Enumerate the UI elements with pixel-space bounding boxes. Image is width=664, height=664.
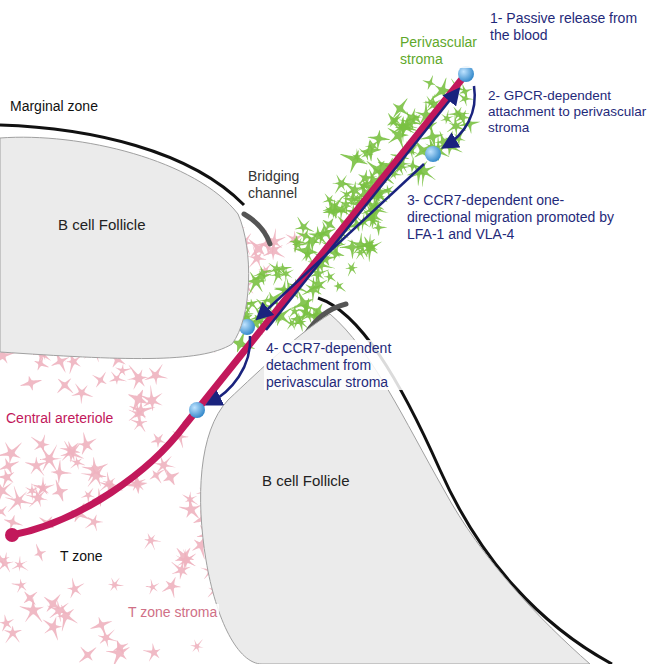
t-zone-stroma-cell xyxy=(115,364,131,376)
perivascular-stroma-cell xyxy=(278,267,293,281)
t-zone-stroma-cell xyxy=(163,469,179,485)
t-zone-stroma-cell xyxy=(4,515,23,530)
t-zone-stroma-cell xyxy=(143,643,160,661)
t-zone-stroma-cell xyxy=(162,577,181,598)
t-zone-stroma-cell xyxy=(34,544,46,561)
t-zone-stroma-cell xyxy=(57,378,73,393)
attachment-arrow xyxy=(444,86,475,147)
perivascular-stroma-cell xyxy=(340,150,368,173)
t-zone-stroma-cell xyxy=(51,460,71,484)
perivascular-stroma-cell xyxy=(393,98,411,118)
t-zone-stroma-cell xyxy=(182,492,198,507)
follicle-label: B cell Follicle xyxy=(262,472,350,489)
t-zone-stroma-cell xyxy=(85,514,103,531)
perivascular-stroma-cell xyxy=(337,194,352,216)
t-zone-stroma-cell xyxy=(98,626,119,648)
t-zone-stroma-cell xyxy=(79,647,96,663)
perivascular-stroma-cell xyxy=(323,196,348,218)
perivascular-stroma-cell xyxy=(406,108,422,125)
perivascular-stroma-cell xyxy=(323,194,338,208)
t-zone-stroma-cell xyxy=(0,479,13,501)
follicle-outline xyxy=(0,128,256,368)
perivascular-stroma-cell xyxy=(446,107,469,122)
step-label: 4- CCR7-dependent detachment from periva… xyxy=(264,340,418,390)
t-zone-stroma-cell xyxy=(0,615,14,632)
perivascular-stroma-cell xyxy=(292,238,308,253)
follicle-label: B cell Follicle xyxy=(58,216,146,233)
perivascular-stroma-cell xyxy=(365,139,380,156)
t-zone-stroma-cell xyxy=(0,553,9,567)
step-label: 3- CCR7-dependent one-directional migrat… xyxy=(405,192,627,242)
t-zone-stroma-cell xyxy=(127,365,148,390)
lymphocyte xyxy=(189,402,205,418)
perivascular-stroma-cell xyxy=(346,262,358,277)
t-zone-stroma-cell xyxy=(108,578,124,591)
t-zone-stroma-cell xyxy=(90,617,112,634)
t-zone-stroma-cell xyxy=(31,434,50,451)
t-zone-stroma-cell xyxy=(31,477,54,497)
t-zone-stroma-cell xyxy=(145,364,168,385)
follicle-shape xyxy=(0,137,249,358)
perivascular-stroma-cell xyxy=(334,281,346,292)
t-zone-stroma-cell xyxy=(247,246,266,268)
t-zone-stroma-cell xyxy=(52,480,68,502)
t-zone-stroma-cell xyxy=(82,457,109,481)
region-label: T zone stroma xyxy=(126,604,219,621)
t-zone-stroma-cell xyxy=(4,626,22,643)
region-label: Marginal zone xyxy=(8,98,100,115)
t-zone-stroma-cell xyxy=(145,579,159,594)
t-zone-stroma-cell xyxy=(150,470,165,484)
perivascular-stroma-cell xyxy=(423,75,435,90)
perivascular-stroma-cell xyxy=(354,247,367,260)
t-zone-stroma-cell xyxy=(11,556,28,571)
t-zone-stroma-cell xyxy=(5,486,33,512)
perivascular-stroma-cell xyxy=(268,261,284,276)
t-zone-stroma-cell xyxy=(190,639,204,653)
lymphocyte xyxy=(458,66,474,82)
t-zone-stroma-cell xyxy=(175,549,196,569)
t-zone-stroma-cell xyxy=(43,617,62,640)
region-label: Perivascular stroma xyxy=(398,34,490,68)
t-zone-stroma-cell xyxy=(130,414,147,432)
perivascular-stroma-cell xyxy=(297,303,315,323)
t-zone-stroma-cell xyxy=(20,376,42,391)
t-zone-stroma-cell xyxy=(20,598,44,623)
t-zone-stroma-cell xyxy=(144,533,161,550)
arteriole-end xyxy=(5,528,19,542)
t-zone-stroma-cell xyxy=(109,371,126,384)
lymphocyte xyxy=(425,146,441,162)
vessel-label: Central areteriole xyxy=(4,410,115,427)
perivascular-stroma-cell xyxy=(323,202,339,219)
perivascular-stroma-cell xyxy=(412,114,421,124)
t-zone-stroma-cell xyxy=(92,372,107,388)
t-zone-stroma-cell xyxy=(12,579,27,593)
region-label: Bridging channel xyxy=(246,168,314,202)
t-zone-stroma-cell xyxy=(71,383,93,404)
perivascular-stroma-cell xyxy=(356,237,377,258)
b-cell-follicle: B cell Follicle xyxy=(0,128,256,368)
perivascular-stroma-cell xyxy=(440,110,453,124)
t-zone-stroma-cell xyxy=(25,457,48,476)
t-zone-stroma-cell xyxy=(67,578,84,598)
t-zone-stroma-cell xyxy=(106,640,130,664)
t-zone-stroma-cell xyxy=(0,469,14,489)
bridging-channel xyxy=(244,214,270,244)
t-zone-stroma-cell xyxy=(25,483,38,501)
perivascular-stroma-cell xyxy=(324,270,336,284)
region-label: T zone xyxy=(58,548,105,565)
t-zone-stroma-cell xyxy=(0,506,7,517)
t-zone-stroma-cell xyxy=(70,456,86,469)
t-zone-stroma-cell xyxy=(57,605,78,632)
perivascular-stroma-cell xyxy=(295,217,315,235)
step-label: 1- Passive release from the blood xyxy=(488,10,642,44)
perivascular-stroma-cell xyxy=(458,92,474,106)
t-zone-stroma-cell xyxy=(24,591,37,604)
t-zone-stroma-cell xyxy=(78,432,97,455)
t-zone-stroma-cell xyxy=(0,442,22,463)
follicle-shape xyxy=(201,314,590,664)
t-zone-stroma-cell xyxy=(38,483,49,493)
step-label: 2- GPCR-dependent attachment to perivasc… xyxy=(486,88,664,137)
